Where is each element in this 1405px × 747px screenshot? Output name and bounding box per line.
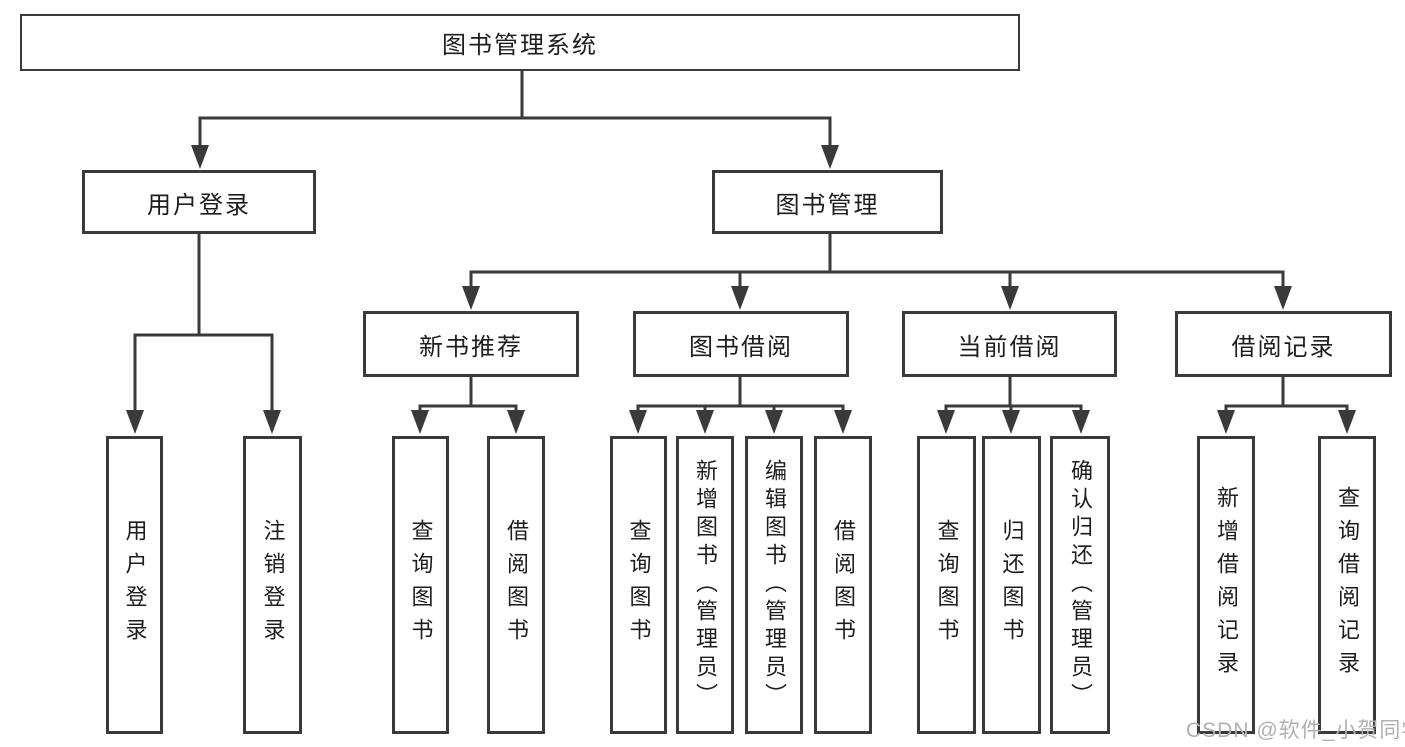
leaf-borrow-books-recommend: 借阅图书 [487,436,545,734]
node-library-management-system: 图书管理系统 [20,14,1020,71]
leaf-edit-books-admin: 编辑图书（管理员） [745,436,803,734]
leaf-label: 注销登录 [260,519,286,651]
node-book-borrowing: 图书借阅 [633,311,849,377]
arrowheads [126,145,1356,434]
leaf-logout: 注销登录 [243,436,302,734]
csdn-watermark: CSDN @软件_小贺同学 [1186,719,1405,742]
leaf-label: 确认归还（管理员） [1068,459,1093,711]
node-new-book-recommendation: 新书推荐 [363,311,579,377]
node-current-borrowing: 当前借阅 [902,311,1117,377]
leaf-add-borrow-record: 新增借阅记录 [1197,436,1255,734]
node-label: 借阅记录 [1231,333,1336,361]
leaf-label: 查询图书 [934,519,960,651]
leaf-label: 查询图书 [408,519,434,651]
leaf-label: 新增图书（管理员） [693,459,718,711]
node-label: 图书管理系统 [442,32,598,59]
leaf-add-books-admin: 新增图书（管理员） [676,436,734,734]
leaf-label: 新增借阅记录 [1214,486,1239,684]
leaf-return-books: 归还图书 [982,436,1041,734]
node-book-management: 图书管理 [712,170,943,234]
node-label: 新书推荐 [419,333,523,361]
node-borrowing-records: 借阅记录 [1175,311,1392,377]
leaf-label: 借阅图书 [831,519,856,651]
node-label: 图书借阅 [689,333,793,361]
node-user-login: 用户登录 [82,170,316,234]
leaf-query-books-recommend: 查询图书 [392,436,449,734]
node-label: 图书管理 [775,191,880,219]
leaf-user-login: 用户登录 [106,436,163,734]
leaf-query-borrow-record: 查询借阅记录 [1318,436,1376,734]
node-label: 用户登录 [147,191,251,219]
leaf-query-books-current: 查询图书 [917,436,976,734]
leaf-borrow-books: 借阅图书 [814,436,872,734]
leaf-query-books-borrowing: 查询图书 [610,436,667,734]
leaf-label: 查询借阅记录 [1335,486,1360,684]
leaf-label: 归还图书 [999,519,1025,651]
leaf-label: 借阅图书 [504,519,529,651]
leaf-confirm-return-admin: 确认归还（管理员） [1050,436,1110,734]
leaf-label: 编辑图书（管理员） [762,459,787,711]
leaf-label: 用户登录 [122,519,148,651]
leaf-label: 查询图书 [626,519,652,651]
node-label: 当前借阅 [957,333,1062,361]
